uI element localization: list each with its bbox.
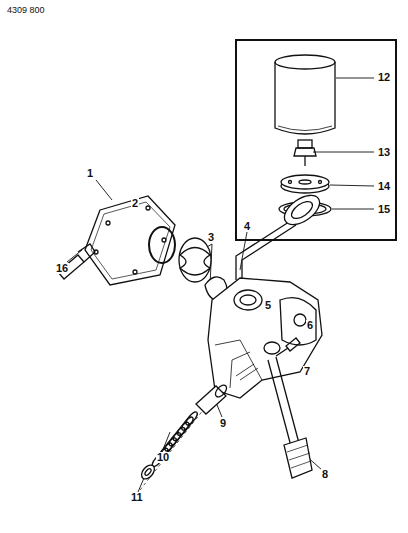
inset-frame [236, 40, 396, 240]
callout-number: 4 [243, 221, 251, 232]
retainer-cap [139, 463, 157, 482]
callout-number: 9 [219, 418, 227, 429]
relief-valve [140, 364, 258, 490]
shaft-seal [264, 342, 280, 354]
pump-cover [85, 196, 175, 285]
callout-number: 12 [377, 72, 391, 83]
callout-number: 15 [377, 204, 391, 215]
pump-body [208, 278, 322, 398]
callout-number: 2 [131, 198, 139, 209]
callout-number: 5 [264, 300, 272, 311]
callout-number: 10 [156, 452, 170, 463]
callout-number: 1 [86, 168, 94, 179]
callout-number: 8 [321, 469, 329, 480]
spring-coil [184, 410, 199, 426]
drive-gear [268, 357, 312, 478]
o-ring [149, 227, 175, 263]
callout-number: 3 [207, 232, 215, 243]
filter-adapter [281, 175, 329, 193]
callout-number: 13 [377, 147, 391, 158]
callout-number: 7 [303, 366, 311, 377]
callout-number: 6 [306, 320, 314, 331]
callout-number: 11 [130, 492, 144, 503]
relief-spring [151, 410, 199, 468]
oil-filter [275, 55, 335, 134]
filter-fitting [294, 140, 316, 166]
oil-pickup [236, 190, 325, 280]
callout-number: 14 [377, 181, 391, 192]
leader-lines [67, 78, 374, 492]
callout-number: 16 [55, 263, 69, 274]
drawing-code: 4309 800 [6, 6, 46, 15]
